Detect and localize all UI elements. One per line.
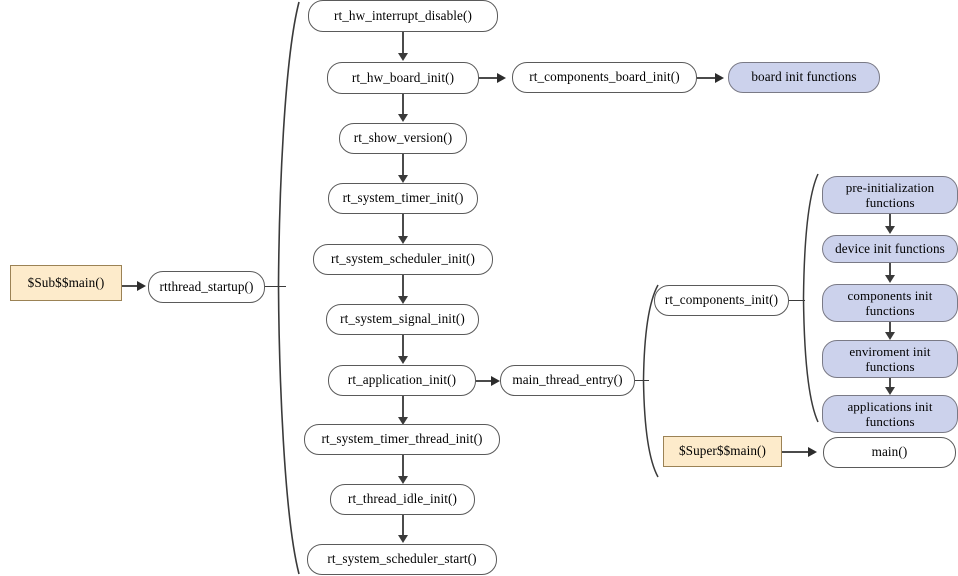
node-rt-system-timer-thread-init[interactable]: rt_system_timer_thread_init() bbox=[304, 424, 500, 455]
edge-components-board-init-to-board-functions bbox=[697, 77, 717, 79]
node-pre-initialization-functions[interactable]: pre-initialization functions bbox=[822, 176, 958, 214]
node-rt-system-scheduler-start[interactable]: rt_system_scheduler_start() bbox=[307, 544, 497, 575]
edge-components-init-to-brace bbox=[789, 300, 805, 302]
edge-3-to-4 bbox=[402, 154, 404, 178]
node-rt-system-signal-init[interactable]: rt_system_signal_init() bbox=[326, 304, 479, 335]
node-rt-hw-board-init-label: rt_hw_board_init() bbox=[351, 69, 455, 85]
node-rt-show-version-label: rt_show_version() bbox=[353, 130, 453, 146]
node-sub-main-label: $Sub$$main() bbox=[27, 274, 105, 290]
edge-enviroment-init-to-applications-init bbox=[889, 378, 891, 389]
node-board-init-functions-label: board init functions bbox=[751, 69, 857, 85]
node-main[interactable]: main() bbox=[823, 437, 956, 468]
node-pre-initialization-functions-line1: pre-initialization bbox=[845, 179, 935, 195]
node-rt-application-init-label: rt_application_init() bbox=[347, 372, 457, 388]
node-rt-components-board-init[interactable]: rt_components_board_init() bbox=[512, 62, 697, 93]
brace-init-functions bbox=[798, 172, 820, 424]
arrowhead-5-to-6 bbox=[398, 296, 408, 304]
node-rt-system-timer-init[interactable]: rt_system_timer_init() bbox=[328, 183, 478, 214]
node-applications-init-functions-line2: functions bbox=[865, 414, 915, 429]
edge-pre-init-to-device-init bbox=[889, 214, 891, 228]
node-super-main-label: $Super$$main() bbox=[678, 443, 767, 459]
arrowhead-pre-init-to-device-init bbox=[885, 226, 895, 234]
edge-7-to-8 bbox=[402, 396, 404, 420]
edge-device-init-to-components-init bbox=[889, 263, 891, 277]
arrowhead-components-init-to-enviroment-init bbox=[885, 332, 895, 340]
node-sub-main[interactable]: $Sub$$main() bbox=[10, 265, 122, 301]
arrowhead-super-main-to-main bbox=[808, 447, 817, 457]
node-rt-components-board-init-label: rt_components_board_init() bbox=[529, 69, 680, 85]
arrowhead-2-to-3 bbox=[398, 114, 408, 122]
node-device-init-functions-label: device init functions bbox=[835, 240, 945, 256]
node-main-label: main() bbox=[871, 444, 908, 460]
node-rt-system-timer-thread-init-label: rt_system_timer_thread_init() bbox=[321, 431, 483, 447]
edge-main-thread-entry-to-brace bbox=[635, 380, 649, 382]
node-enviroment-init-functions[interactable]: enviroment init functions bbox=[822, 340, 958, 378]
edge-8-to-9 bbox=[402, 455, 404, 479]
node-rt-system-scheduler-init-label: rt_system_scheduler_init() bbox=[331, 251, 475, 267]
node-pre-initialization-functions-line2: functions bbox=[865, 195, 915, 210]
arrowhead-6-to-7 bbox=[398, 356, 408, 364]
node-super-main[interactable]: $Super$$main() bbox=[663, 436, 782, 467]
arrowhead-enviroment-init-to-applications-init bbox=[885, 387, 895, 395]
arrowhead-sub-main-to-startup bbox=[137, 281, 146, 291]
arrowhead-7-to-8 bbox=[398, 417, 408, 425]
node-rt-system-scheduler-init[interactable]: rt_system_scheduler_init() bbox=[313, 244, 493, 275]
node-enviroment-init-functions-line2: functions bbox=[865, 359, 915, 374]
edge-super-main-to-main bbox=[782, 451, 810, 453]
edge-5-to-6 bbox=[402, 275, 404, 299]
arrowhead-9-to-10 bbox=[398, 535, 408, 543]
node-main-thread-entry-label: main_thread_entry() bbox=[512, 372, 623, 388]
edge-1-to-2 bbox=[402, 32, 404, 54]
node-rt-show-version[interactable]: rt_show_version() bbox=[339, 123, 467, 154]
node-applications-init-functions[interactable]: applications init functions bbox=[822, 395, 958, 433]
node-rt-application-init[interactable]: rt_application_init() bbox=[328, 365, 476, 396]
node-board-init-functions[interactable]: board init functions bbox=[728, 62, 880, 93]
arrowhead-to-components-board-init bbox=[497, 73, 506, 83]
edge-sub-main-to-startup bbox=[122, 285, 142, 287]
node-rt-system-scheduler-start-label: rt_system_scheduler_start() bbox=[327, 551, 477, 567]
edge-application-init-to-main-thread-entry bbox=[476, 380, 496, 382]
node-rt-thread-idle-init[interactable]: rt_thread_idle_init() bbox=[330, 484, 475, 515]
edge-components-init-to-enviroment-init bbox=[889, 322, 891, 334]
arrowhead-1-to-2 bbox=[398, 53, 408, 61]
arrowhead-4-to-5 bbox=[398, 236, 408, 244]
edge-2-to-3 bbox=[402, 94, 404, 116]
node-components-init-functions-line2: functions bbox=[865, 303, 915, 318]
node-applications-init-functions-line1: applications init bbox=[847, 398, 933, 414]
node-main-thread-entry[interactable]: main_thread_entry() bbox=[500, 365, 635, 396]
arrowhead-to-main-thread-entry bbox=[491, 376, 500, 386]
edge-4-to-5 bbox=[402, 214, 404, 239]
arrowhead-3-to-4 bbox=[398, 175, 408, 183]
brace-startup-sequence bbox=[272, 0, 302, 576]
node-rtthread-startup[interactable]: rtthread_startup() bbox=[148, 271, 265, 303]
edge-6-to-7 bbox=[402, 335, 404, 359]
node-components-init-functions[interactable]: components init functions bbox=[822, 284, 958, 322]
node-rt-system-timer-init-label: rt_system_timer_init() bbox=[342, 190, 464, 206]
node-rt-hw-interrupt-disable[interactable]: rt_hw_interrupt_disable() bbox=[308, 0, 498, 32]
node-device-init-functions[interactable]: device init functions bbox=[822, 235, 958, 263]
node-rtthread-startup-label: rtthread_startup() bbox=[159, 278, 254, 294]
node-components-init-functions-line1: components init bbox=[847, 287, 933, 303]
edge-startup-to-brace bbox=[265, 286, 286, 288]
edge-board-init-to-components-board-init bbox=[479, 77, 499, 79]
arrowhead-8-to-9 bbox=[398, 476, 408, 484]
arrowhead-to-board-init-functions bbox=[715, 73, 724, 83]
node-rt-hw-interrupt-disable-label: rt_hw_interrupt_disable() bbox=[333, 7, 472, 23]
node-rt-thread-idle-init-label: rt_thread_idle_init() bbox=[347, 491, 458, 507]
edge-9-to-10 bbox=[402, 515, 404, 537]
node-enviroment-init-functions-line1: enviroment init bbox=[849, 343, 931, 359]
node-rt-components-init[interactable]: rt_components_init() bbox=[654, 285, 789, 316]
node-rt-components-init-label: rt_components_init() bbox=[664, 292, 779, 308]
node-rt-hw-board-init[interactable]: rt_hw_board_init() bbox=[327, 62, 479, 94]
arrowhead-device-init-to-components-init bbox=[885, 275, 895, 283]
node-rt-system-signal-init-label: rt_system_signal_init() bbox=[340, 311, 465, 327]
